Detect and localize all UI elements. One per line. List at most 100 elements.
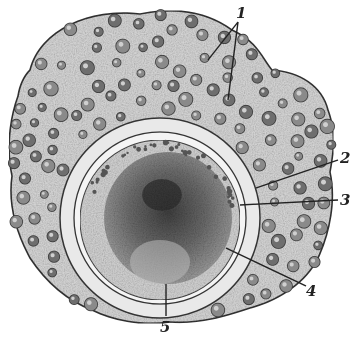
follicle-cell-highlight: [33, 153, 37, 157]
cytoplasm-granule: [229, 203, 234, 208]
follicle-cell-highlight: [265, 222, 270, 227]
callout-label-2: 2: [339, 149, 350, 167]
follicle-cell-nucleus: [10, 215, 23, 228]
follicle-cell-nucleus: [92, 43, 101, 52]
cytoplasm-granule: [163, 140, 169, 146]
follicle-cell-highlight: [95, 83, 99, 87]
follicle-cell-nucleus: [179, 92, 193, 106]
follicle-cell-highlight: [315, 243, 318, 246]
cytoplasm-granule: [201, 153, 206, 158]
follicle-cell-highlight: [32, 120, 35, 123]
follicle-cell-highlight: [154, 82, 157, 85]
follicle-cell-highlight: [44, 162, 49, 167]
follicle-cell-highlight: [59, 166, 63, 170]
callout-label-1: 1: [236, 4, 246, 22]
cytoplasm-granule: [222, 176, 227, 181]
cytoplasm-granule: [144, 145, 146, 147]
follicle-cell-nucleus: [134, 19, 145, 30]
follicle-cell-highlight: [80, 132, 83, 135]
follicle-cell-highlight: [11, 160, 15, 164]
follicle-cell-highlight: [317, 224, 322, 229]
follicle-cell-nucleus: [297, 215, 311, 229]
cytoplasm-granule: [105, 165, 110, 170]
follicle-cell-highlight: [317, 157, 321, 161]
follicle-cell-highlight: [239, 144, 243, 148]
follicle-cell-highlight: [12, 143, 17, 148]
follicle-cell-nucleus: [48, 268, 57, 277]
follicle-cell-highlight: [111, 17, 116, 22]
follicle-cell-highlight: [26, 136, 30, 140]
follicle-cell-highlight: [294, 137, 299, 142]
follicle-cell-nucleus: [28, 89, 36, 97]
follicle-cell-nucleus: [57, 164, 69, 176]
follicle-cell-highlight: [141, 45, 144, 48]
follicle-cell-highlight: [272, 200, 275, 203]
follicle-cell-highlight: [20, 194, 25, 199]
follicle-cell-highlight: [265, 114, 270, 119]
cytoplasm-granule: [228, 200, 232, 204]
follicle-cell-highlight: [165, 105, 170, 110]
follicle-cell-highlight: [290, 263, 294, 267]
follicle-cell-highlight: [51, 130, 55, 134]
cytoplasm-granule: [91, 181, 94, 184]
follicle-cell-nucleus: [318, 197, 330, 209]
follicle-cell-nucleus: [139, 43, 148, 52]
follicle-cell-highlight: [210, 86, 214, 90]
follicle-cell-highlight: [49, 205, 52, 208]
follicle-cell-nucleus: [252, 73, 263, 84]
follicle-cell-highlight: [40, 105, 43, 108]
cytoplasm-granule: [144, 147, 148, 151]
follicle-cell-highlight: [170, 83, 174, 87]
follicle-cell-nucleus: [282, 163, 294, 175]
follicle-cell-nucleus: [84, 298, 97, 311]
follicle-cell-highlight: [51, 253, 55, 257]
follicle-cell-highlight: [225, 58, 230, 63]
cytoplasm-granule: [121, 154, 124, 157]
follicle-cell-highlight: [250, 277, 254, 281]
follicle-cell-highlight: [30, 90, 33, 93]
follicle-cell-nucleus: [262, 111, 276, 125]
follicle-cell-highlight: [136, 21, 140, 25]
follicle-cell-highlight: [13, 121, 16, 124]
follicle-cell-nucleus: [137, 69, 145, 77]
follicle-cell-nucleus: [235, 124, 245, 134]
cytoplasm-granule: [185, 153, 188, 156]
follicle-cell-nucleus: [9, 140, 23, 154]
follicle-cell-highlight: [193, 77, 197, 81]
follicle-cell-highlight: [74, 112, 78, 116]
follicle-cell-highlight: [199, 32, 203, 36]
follicle-cell-highlight: [121, 81, 125, 85]
follicle-cell-highlight: [182, 95, 187, 100]
callout-label-5: 5: [160, 318, 170, 336]
follicle-cell-highlight: [157, 12, 161, 16]
follicle-cell-nucleus: [271, 234, 285, 248]
cytoplasm-granule: [207, 165, 212, 170]
follicle-cell-highlight: [307, 128, 312, 133]
follicle-cell-highlight: [158, 58, 163, 63]
follicle-cell-nucleus: [156, 55, 169, 68]
follicle-cell-nucleus: [280, 280, 293, 293]
follicle-cell-highlight: [225, 75, 228, 78]
follicle-cell-nucleus: [57, 61, 65, 69]
follicle-cell-highlight: [119, 42, 124, 47]
follicle-cell-nucleus: [253, 159, 265, 171]
follicle-cell-highlight: [50, 270, 53, 273]
follicle-cell-highlight: [118, 114, 121, 117]
cytoplasm-granule: [133, 145, 136, 148]
follicle-cell-nucleus: [108, 14, 121, 27]
follicle-cell-highlight: [169, 27, 173, 31]
follicle-cell-highlight: [139, 71, 142, 74]
follicle-cell-highlight: [13, 218, 17, 222]
follicle-cell-highlight: [329, 142, 332, 145]
cytoplasm-granule: [227, 192, 231, 196]
follicle-cell-highlight: [256, 161, 260, 165]
follicle-cell-nucleus: [327, 140, 336, 149]
cytoplasm-granule: [231, 196, 234, 199]
follicle-cell-nucleus: [162, 102, 175, 115]
follicle-cell-highlight: [217, 115, 221, 119]
follicle-cell-nucleus: [267, 253, 279, 265]
cytoplasm-granule: [177, 143, 180, 146]
follicle-cell-nucleus: [167, 25, 177, 35]
follicle-cell-nucleus: [207, 84, 219, 96]
